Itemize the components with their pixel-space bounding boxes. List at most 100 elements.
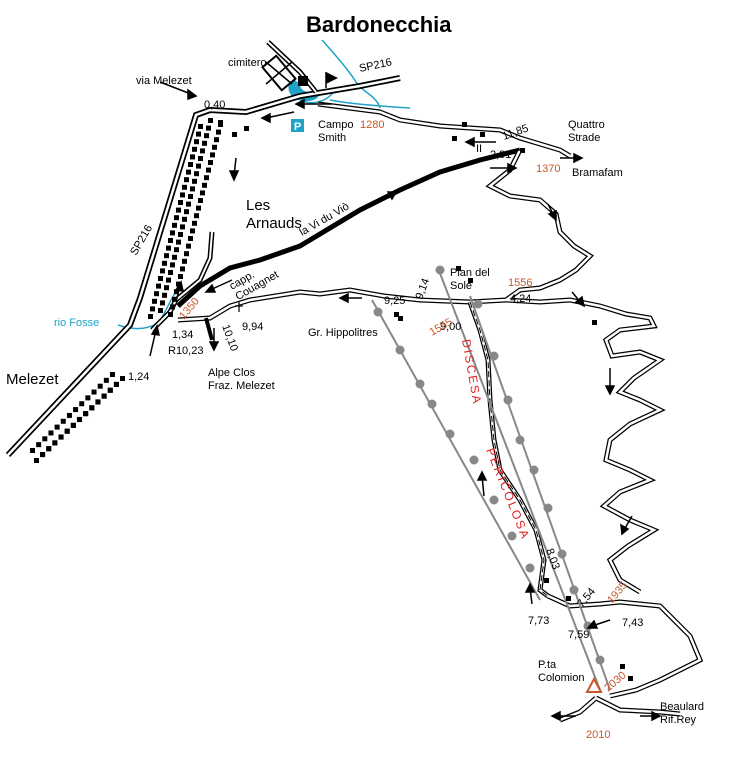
- building: [164, 285, 169, 291]
- building: [178, 232, 183, 237]
- label-rio-fosse: rio Fosse: [54, 317, 99, 329]
- building: [480, 132, 485, 137]
- river-top: [321, 39, 381, 109]
- arrow: [464, 136, 496, 148]
- dist-r10-23: R10,23: [168, 345, 203, 357]
- building: [162, 292, 167, 298]
- building: [180, 224, 185, 230]
- label-lane-ii: II: [476, 143, 482, 155]
- building: [64, 428, 70, 434]
- alt-1555: 1555: [428, 316, 455, 339]
- building: [452, 136, 457, 141]
- building: [190, 186, 195, 192]
- direction-arrows: [149, 81, 662, 722]
- building: [194, 213, 199, 219]
- place-labels: Bardonecchia cimitero SP216 via Melezet …: [6, 12, 704, 726]
- building: [200, 148, 205, 154]
- building: [188, 194, 193, 199]
- alt-2010: 2010: [586, 729, 610, 741]
- building: [180, 192, 185, 198]
- building: [456, 266, 461, 271]
- arnauds-line-2: Arnauds: [246, 215, 302, 232]
- lift-pian-del-sole: [437, 267, 601, 691]
- building: [97, 383, 103, 389]
- building: [120, 376, 125, 381]
- building: [194, 171, 199, 177]
- building: [156, 283, 161, 289]
- arrow: [159, 81, 198, 101]
- building: [60, 418, 66, 424]
- building: [95, 399, 101, 405]
- cemetery-icon: [261, 54, 297, 92]
- building: [166, 245, 171, 251]
- dist-2-91: 2,91: [490, 149, 511, 161]
- arrow: [228, 157, 240, 182]
- dist-1-24: 1,24: [128, 371, 149, 383]
- building: [198, 124, 203, 129]
- alt-1280: 1280: [360, 119, 384, 131]
- label-via-melezet: via Melezet: [136, 75, 192, 87]
- quattro-line-1: Quattro: [568, 119, 605, 131]
- climb-roads: [176, 101, 704, 723]
- building: [114, 382, 119, 387]
- building: [176, 239, 181, 245]
- building: [172, 296, 177, 302]
- arrow: [338, 292, 362, 304]
- building: [192, 178, 197, 184]
- building: [46, 446, 52, 452]
- building: [70, 422, 76, 428]
- building: [206, 125, 211, 131]
- building: [198, 156, 203, 161]
- building: [244, 126, 249, 131]
- building: [48, 430, 54, 436]
- chapel-cross-icon: [235, 302, 243, 312]
- building: [158, 308, 163, 313]
- flag-icon: [325, 72, 338, 88]
- building: [176, 207, 181, 213]
- building: [202, 140, 207, 146]
- building: [54, 424, 60, 430]
- main-roads: [5, 40, 401, 458]
- arrow: [604, 368, 616, 396]
- building: [184, 177, 189, 183]
- building: [196, 163, 201, 169]
- town-title: Bardonecchia: [306, 12, 452, 37]
- building: [468, 278, 473, 283]
- building: [178, 274, 183, 279]
- building: [148, 314, 153, 319]
- dist-4-24: 4,24: [510, 293, 531, 305]
- arrow: [294, 98, 332, 110]
- building: [168, 238, 173, 243]
- building: [196, 205, 201, 211]
- building: [200, 190, 205, 196]
- pian-line-1: Pian del: [450, 267, 490, 279]
- ski-lifts: [371, 265, 611, 691]
- building: [170, 230, 175, 236]
- building: [91, 389, 97, 395]
- building: [172, 222, 177, 228]
- arrow: [560, 152, 584, 164]
- dist-7-59: 7,59: [568, 629, 589, 641]
- building: [73, 407, 79, 413]
- building: [212, 144, 217, 150]
- dist-9-94: 9,94: [242, 321, 263, 333]
- beaulard-line-2: Rif.Rey: [660, 714, 697, 726]
- parking-icon: P: [291, 119, 304, 133]
- label-gr-hippolitres: Gr. Hippolitres: [308, 327, 378, 339]
- building: [520, 148, 525, 153]
- building: [83, 411, 89, 417]
- building: [40, 452, 46, 458]
- building: [182, 184, 187, 190]
- summit-triangle-icon: [585, 676, 603, 693]
- building: [214, 137, 219, 143]
- building: [101, 393, 107, 399]
- building: [107, 387, 113, 393]
- building: [190, 154, 195, 160]
- pian-line-2: Sole: [450, 280, 472, 292]
- alt-1556: 1556: [508, 277, 532, 289]
- building: [204, 133, 209, 139]
- building: [210, 152, 215, 158]
- building: [186, 243, 191, 249]
